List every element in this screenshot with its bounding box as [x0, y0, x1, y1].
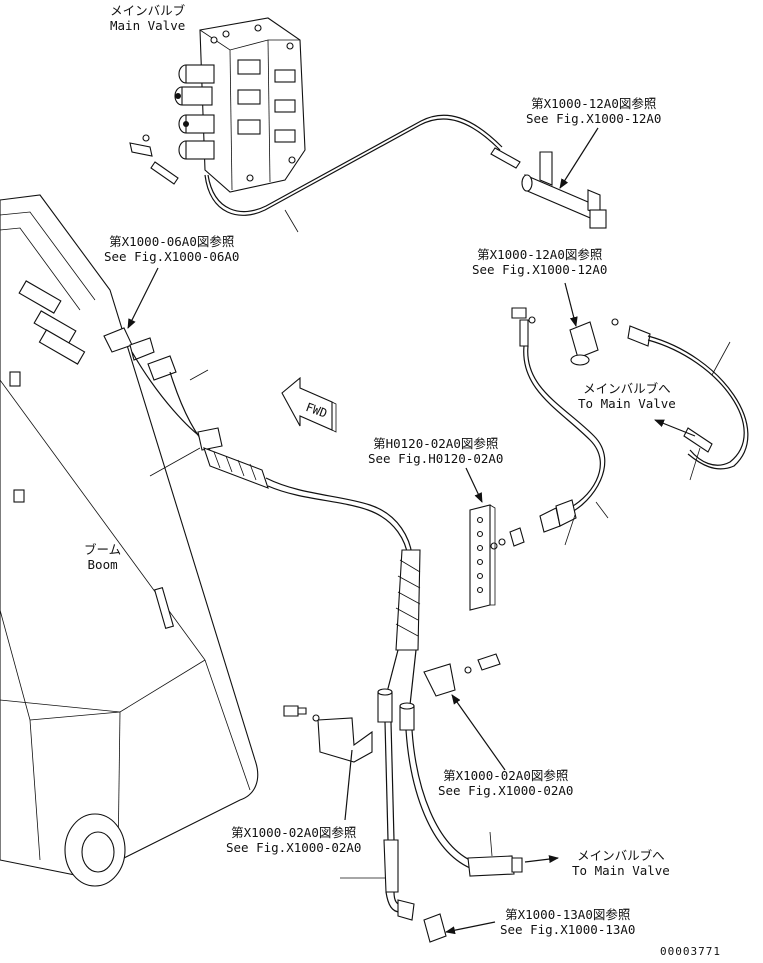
arrow-to-main-valve-bottom: [524, 855, 559, 864]
leader-hose-b: [149, 447, 201, 477]
label-ref-x1000-13a0: 第X1000-13A0図参照 See Fig.X1000-13A0: [500, 907, 635, 937]
hose-bundle: [103, 327, 421, 706]
label-boom: ブーム Boom: [84, 542, 121, 572]
label-ref-x1000-13a0-jp: 第X1000-13A0図参照: [505, 907, 631, 922]
label-ref-x1000-12a0-mid-jp: 第X1000-12A0図参照: [477, 247, 603, 262]
lower-hoses: [383, 721, 523, 943]
leader-hose-a: [189, 369, 209, 381]
leader-ref-h0120: [465, 467, 483, 503]
label-to-main-valve-bottom-jp: メインバルブへ: [577, 848, 665, 863]
leader-02a0-left: [344, 749, 353, 821]
pilot-tube-top: [204, 114, 521, 216]
label-main-valve-top-jp: メインバルブ: [110, 3, 186, 18]
label-ref-x1000-12a0-mid: 第X1000-12A0図参照 See Fig.X1000-12A0: [472, 247, 607, 277]
label-to-main-valve-bottom-en: To Main Valve: [572, 863, 670, 878]
label-ref-x1000-12a0-mid-en: See Fig.X1000-12A0: [472, 262, 608, 277]
label-ref-x1000-02a0-right-en: See Fig.X1000-02A0: [438, 783, 574, 798]
pilot-tube-right: [523, 335, 749, 515]
leader-tube-mid: [595, 501, 609, 519]
bracket-plate: [469, 504, 496, 611]
label-main-valve-top: メインバルブ Main Valve: [110, 3, 185, 33]
label-ref-h0120-02a0: 第H0120-02A0図参照 See Fig.H0120-02A0: [368, 436, 503, 466]
label-ref-x1000-02a0-left: 第X1000-02A0図参照 See Fig.X1000-02A0: [226, 825, 361, 855]
fittings-mid: [490, 499, 577, 550]
leader-tube-top: [284, 209, 299, 233]
arrow-to-main-valve-right: [654, 419, 696, 437]
drawing-number: 00003771: [660, 945, 721, 958]
leader-fitting: [564, 514, 576, 546]
label-ref-x1000-12a0-top: 第X1000-12A0図参照 See Fig.X1000-12A0: [526, 96, 661, 126]
leader-tube-right-b: [689, 447, 701, 481]
label-ref-x1000-02a0-left-en: See Fig.X1000-02A0: [226, 840, 362, 855]
pressure-switch-mid: [511, 307, 651, 366]
label-to-main-valve-right: メインバルブへ To Main Valve: [578, 381, 676, 411]
clamp-brackets: [283, 653, 501, 763]
leader-lower-tube: [489, 831, 493, 857]
label-boom-jp: ブーム: [84, 542, 122, 557]
label-ref-x1000-06a0-en: See Fig.X1000-06A0: [104, 249, 240, 264]
leader-tube-right: [711, 341, 731, 376]
label-boom-en: Boom: [87, 557, 118, 572]
label-main-valve-top-en: Main Valve: [110, 18, 186, 33]
label-ref-x1000-02a0-right-jp: 第X1000-02A0図参照: [443, 768, 569, 783]
leader-ref-13a0: [445, 921, 496, 935]
label-ref-h0120-02a0-en: See Fig.H0120-02A0: [368, 451, 504, 466]
boom-structure: [0, 194, 259, 887]
label-ref-x1000-12a0-top-jp: 第X1000-12A0図参照: [531, 96, 657, 111]
leader-ref-12a0-mid: [564, 282, 578, 327]
label-to-main-valve-right-en: To Main Valve: [578, 396, 676, 411]
leader-ref-top: [559, 127, 599, 189]
leader-ref-06a0: [127, 267, 159, 329]
label-ref-h0120-02a0-jp: 第H0120-02A0図参照: [373, 436, 499, 451]
leader-02a0-right: [451, 694, 506, 771]
label-to-main-valve-right-jp: メインバルブへ: [583, 381, 671, 396]
label-to-main-valve-bottom: メインバルブへ To Main Valve: [572, 848, 670, 878]
label-ref-x1000-12a0-top-en: See Fig.X1000-12A0: [526, 111, 662, 126]
pressure-switch-block-top: [521, 151, 607, 229]
fwd-arrow: FWD: [281, 376, 337, 433]
fwd-text: FWD: [304, 400, 329, 421]
label-ref-x1000-02a0-left-jp: 第X1000-02A0図参照: [231, 825, 357, 840]
label-ref-x1000-06a0: 第X1000-06A0図参照 See Fig.X1000-06A0: [104, 234, 239, 264]
main-valve-assembly: [129, 17, 306, 193]
label-ref-x1000-02a0-right: 第X1000-02A0図参照 See Fig.X1000-02A0: [438, 768, 573, 798]
label-ref-x1000-13a0-en: See Fig.X1000-13A0: [500, 922, 636, 937]
label-ref-x1000-06a0-jp: 第X1000-06A0図参照: [109, 234, 235, 249]
